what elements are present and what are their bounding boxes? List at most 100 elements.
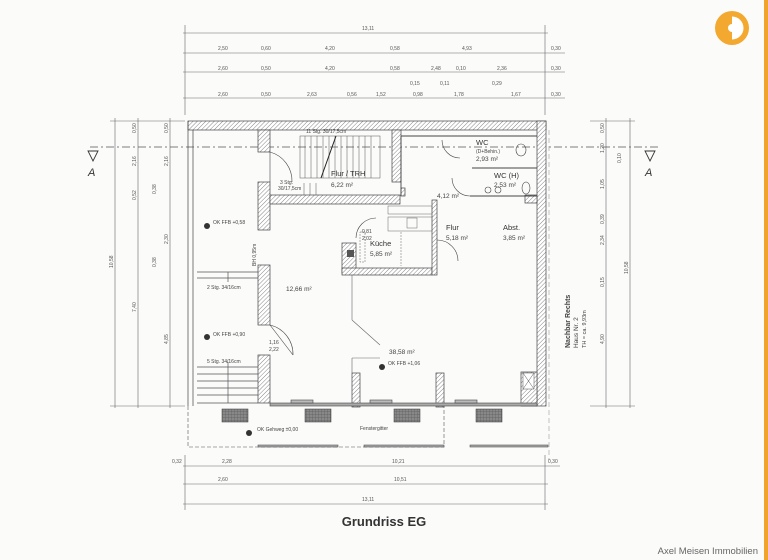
stairs-left-label-1: 2 Stg. 34/16cm: [207, 285, 241, 291]
exterior-walls: [187, 120, 547, 407]
svg-text:5,18 m²: 5,18 m²: [446, 235, 469, 242]
sidewalk-outline: [187, 406, 549, 448]
dim-bottom-labels: 0,32 2,28 10,21 0,30 2,60 10,51 13,11: [172, 459, 558, 503]
top-dimensions: [183, 25, 565, 115]
section-marker-left: A: [87, 150, 99, 179]
front-windows: [269, 399, 538, 407]
svg-text:0,56: 0,56: [347, 92, 357, 98]
stairs-small-label-1: 3 Stg.: [280, 180, 293, 186]
svg-text:0,30: 0,30: [548, 459, 558, 465]
kitchen-counter: [359, 205, 433, 266]
svg-text:2,34: 2,34: [600, 235, 606, 245]
main-staircase: [299, 135, 381, 195]
door-1-width: 0,81: [362, 229, 372, 235]
svg-text:0,58: 0,58: [390, 66, 400, 72]
level-ffb-106: OK FFB +1,06: [388, 361, 420, 367]
brand-name: Axel Meisen Immobilien: [657, 546, 758, 557]
chimney: [347, 250, 354, 257]
svg-text:10,58: 10,58: [624, 261, 630, 274]
svg-text:4,85: 4,85: [164, 334, 170, 344]
svg-text:2,16: 2,16: [164, 156, 170, 166]
neighbor-label: Nachbar Rechts Haus Nr. 2 TH = ca. 9,93m: [565, 295, 588, 348]
svg-text:0,50: 0,50: [261, 92, 271, 98]
dim-left-labels: 10,58 0,50 2,16 0,52 7,40 0,50 2,16 0,38…: [109, 123, 170, 344]
svg-text:12,66 m²: 12,66 m²: [286, 286, 312, 293]
svg-text:0,29: 0,29: [492, 81, 502, 87]
svg-text:1,78: 1,78: [454, 92, 464, 98]
svg-text:0,30: 0,30: [551, 66, 561, 72]
right-dimensions: [590, 118, 635, 408]
plan-title: Grundriss EG: [341, 514, 427, 529]
dim-top-row1: 2,50 0,60 4,20 0,58 4,93 0,30: [218, 46, 561, 52]
dim-top-row3: 2,60 0,50 2,63 0,56 1,52 0,98 1,78 1,67 …: [218, 81, 561, 98]
room-labels: Flur / TRH 6,22 m² WC (D+Behin.) 2,93 m²…: [286, 138, 526, 356]
svg-text:4,20: 4,20: [325, 66, 335, 72]
svg-text:2,63: 2,63: [307, 92, 317, 98]
svg-text:TH = ca. 9,93m: TH = ca. 9,93m: [582, 310, 588, 348]
svg-text:2,60: 2,60: [218, 66, 228, 72]
svg-text:WC: WC: [476, 138, 489, 147]
svg-text:0,58: 0,58: [390, 46, 400, 52]
wc-partitions: [400, 135, 537, 197]
svg-text:2,50: 2,50: [218, 46, 228, 52]
window-sill-height: BH 0,95m: [252, 244, 258, 266]
svg-text:A: A: [87, 167, 95, 179]
room-divider: [351, 275, 381, 373]
svg-text:0,38: 0,38: [152, 257, 158, 267]
svg-text:0,50: 0,50: [164, 123, 170, 133]
svg-text:0,52: 0,52: [132, 190, 138, 200]
bottom-dimensions: [183, 455, 560, 510]
svg-text:38,58 m²: 38,58 m²: [389, 349, 415, 356]
level-markers: [204, 223, 385, 436]
svg-text:2,60: 2,60: [218, 477, 228, 483]
svg-text:1,05: 1,05: [600, 179, 606, 189]
svg-text:2,93 m²: 2,93 m²: [476, 156, 499, 163]
fenstergitter-label: Fenstergitter: [360, 426, 388, 432]
svg-text:4,20: 4,20: [325, 46, 335, 52]
svg-text:3,85 m²: 3,85 m²: [503, 235, 526, 242]
svg-text:Nachbar Rechts: Nachbar Rechts: [565, 295, 572, 348]
svg-text:0,11: 0,11: [440, 81, 450, 87]
svg-text:0,15: 0,15: [600, 277, 606, 287]
svg-text:Flur: Flur: [446, 223, 459, 232]
svg-text:2,53 m²: 2,53 m²: [494, 182, 517, 189]
brand-accent-bar: [764, 0, 768, 560]
svg-text:Haus Nr. 2: Haus Nr. 2: [573, 317, 580, 348]
level-ffb-058: OK FFB +0,58: [213, 220, 245, 226]
left-dimensions: [110, 118, 185, 408]
svg-text:1,67: 1,67: [511, 92, 521, 98]
svg-text:A: A: [644, 167, 652, 179]
svg-text:1,52: 1,52: [376, 92, 386, 98]
pillar-marks: [522, 372, 535, 390]
svg-text:7,40: 7,40: [132, 302, 138, 312]
svg-text:0,39: 0,39: [600, 214, 606, 224]
svg-text:2,28: 2,28: [222, 459, 232, 465]
svg-text:10,21: 10,21: [392, 459, 405, 465]
svg-text:0,10: 0,10: [617, 153, 623, 163]
svg-text:5,85 m²: 5,85 m²: [370, 251, 393, 258]
svg-text:0,50: 0,50: [132, 123, 138, 133]
svg-text:4,12 m²: 4,12 m²: [437, 193, 460, 200]
svg-text:2,30: 2,30: [164, 234, 170, 244]
dim-right-labels: 0,50 1,20 0,10 1,05 0,39 2,34 0,15 4,90 …: [600, 123, 630, 344]
svg-text:13,11: 13,11: [362, 497, 374, 503]
svg-text:0,50: 0,50: [261, 66, 271, 72]
svg-text:2,16: 2,16: [132, 156, 138, 166]
dim-top-total: 13,11: [362, 26, 374, 32]
svg-text:0,98: 0,98: [413, 92, 423, 98]
svg-text:2,60: 2,60: [218, 92, 228, 98]
window-grilles: [221, 408, 503, 423]
svg-text:(D+Behin.): (D+Behin.): [476, 149, 500, 155]
svg-text:10,51: 10,51: [394, 477, 407, 483]
svg-text:4,90: 4,90: [600, 334, 606, 344]
stairs-left-label-2: 5 Stg. 34/16cm: [207, 359, 241, 365]
svg-text:0,38: 0,38: [152, 184, 158, 194]
svg-text:2,48: 2,48: [431, 66, 441, 72]
svg-text:WC (H): WC (H): [494, 171, 519, 180]
svg-text:0,30: 0,30: [551, 46, 561, 52]
svg-text:10,58: 10,58: [109, 255, 115, 268]
stairs-top-label: 11 Stg. 30/17,5cm: [306, 129, 346, 135]
stairs-small-label-2: 30/17,5cm: [278, 186, 301, 192]
svg-text:0,50: 0,50: [600, 123, 606, 133]
door-2-height: 2,22: [269, 347, 279, 353]
